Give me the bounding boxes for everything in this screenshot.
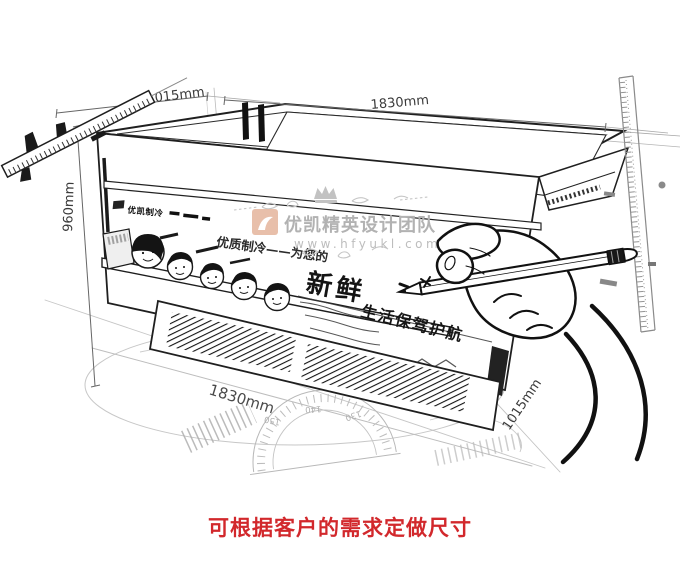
protractor-number: 140 xyxy=(305,403,322,414)
thumbnail xyxy=(444,255,456,271)
dimension-annotations xyxy=(55,91,669,388)
dimension-label-top-depth: 1015mm xyxy=(146,85,206,107)
gripping-fingers xyxy=(435,222,501,285)
dimension-label-left-height: 960mm xyxy=(61,182,78,233)
watermark: 优凯精英设计团队 www.hfyukl.com xyxy=(233,186,441,259)
pencil-tip-scribble xyxy=(398,276,431,289)
family-faces xyxy=(102,228,291,312)
pencil xyxy=(395,247,638,296)
triangle-ruler-hatch xyxy=(181,401,524,466)
base-vent-right xyxy=(301,344,470,412)
protractor-number: 130 xyxy=(344,408,363,423)
dimension-label-top-width: 1830mm xyxy=(370,93,430,113)
dimension-label-bottom-width: 1830mm xyxy=(207,381,277,418)
height-gauge-ruler xyxy=(599,75,666,333)
base-vent-left xyxy=(166,312,296,372)
watermark-url: www.hfyukl.com xyxy=(294,237,441,251)
protractor-number: 150 xyxy=(263,413,281,426)
forearm xyxy=(560,303,648,465)
case-base xyxy=(148,299,502,432)
brand-logo: 优凯制冷 xyxy=(112,200,211,221)
caption-text: 可根据客户的需求定做尺寸 xyxy=(208,516,472,540)
watermark-team-text: 优凯精英设计团队 xyxy=(284,214,436,236)
vernier-caliper xyxy=(0,77,188,182)
watermark-flourishes xyxy=(233,195,429,259)
display-case: 优凯制冷 xyxy=(96,102,630,432)
protractor-sketch: 150 140 130 xyxy=(249,389,401,476)
thumb xyxy=(435,248,475,285)
pencil-eraser xyxy=(621,248,638,263)
brand-logo-text: 优凯制冷 xyxy=(127,205,164,220)
crown-icon xyxy=(314,186,337,199)
shelf-posts xyxy=(242,102,265,142)
